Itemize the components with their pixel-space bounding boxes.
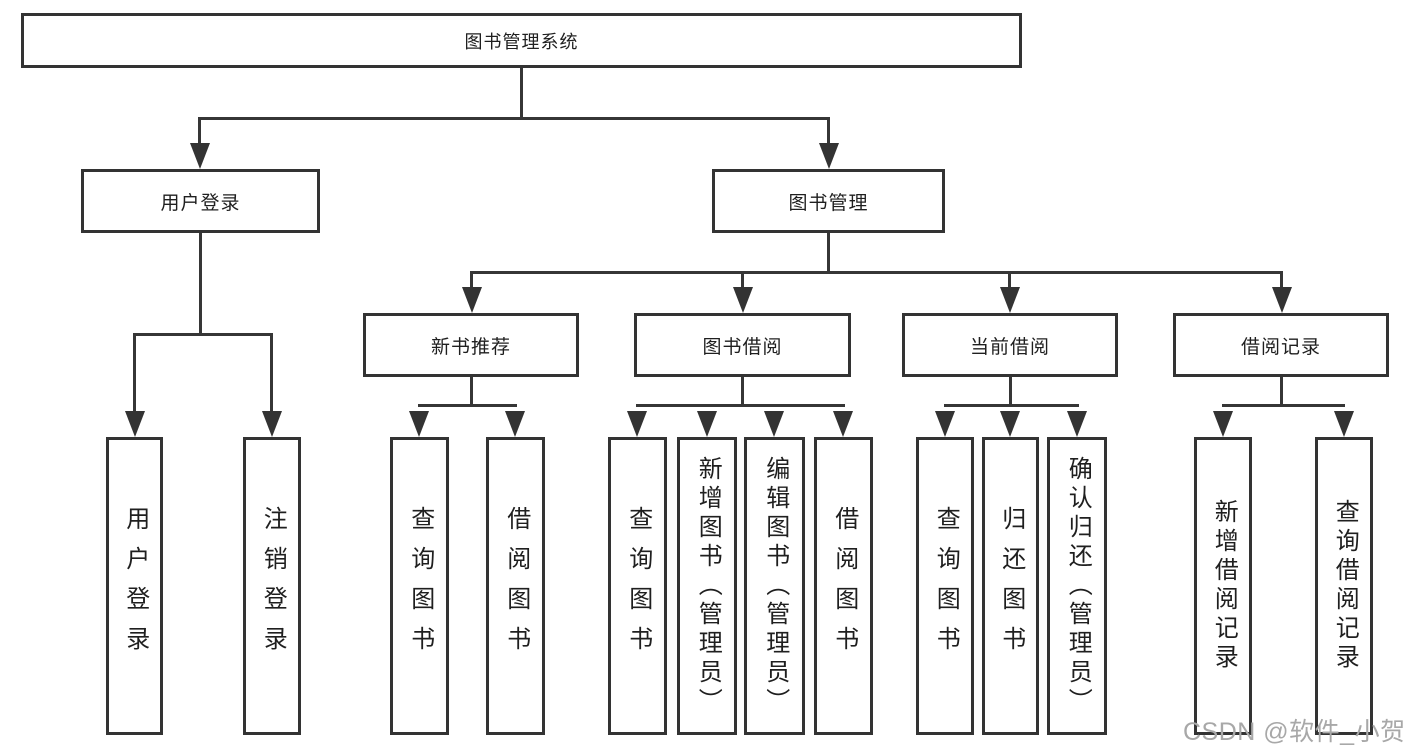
leaf-nb-borrow-books: 借阅图书 (486, 437, 545, 735)
connector-line (1280, 271, 1283, 291)
node-label: 借阅图书 (830, 506, 858, 666)
leaf-br-add-borrow-record: 新增借阅记录 (1194, 437, 1252, 735)
connector-arrowhead (627, 411, 647, 437)
connector-line (133, 333, 273, 336)
connector-arrowhead (697, 411, 717, 437)
connector-line (133, 333, 136, 413)
node-label: 查询借阅记录 (1331, 499, 1359, 673)
connector-arrowhead (764, 411, 784, 437)
node-label: 借阅记录 (1240, 336, 1321, 358)
connector-arrowhead (819, 143, 839, 169)
node-label: 新增借阅记录 (1210, 499, 1238, 673)
node-label: 查询图书 (624, 506, 652, 666)
node-book-borrowing: 图书借阅 (634, 313, 851, 377)
node-label: 当前借阅 (969, 336, 1050, 358)
node-label: 查询图书 (406, 506, 434, 666)
node-current-borrowing: 当前借阅 (902, 313, 1118, 377)
connector-line (198, 117, 201, 147)
node-label: 查询图书 (932, 506, 960, 666)
node-label: 用户登录 (121, 506, 149, 666)
connector-arrowhead (1000, 411, 1020, 437)
connector-arrowhead (1067, 411, 1087, 437)
node-book-management: 图书管理 (712, 169, 945, 233)
connector-arrowhead (462, 287, 482, 313)
node-label: 图书管理 (788, 192, 869, 214)
connector-line (270, 333, 273, 413)
connector-arrowhead (1334, 411, 1354, 437)
leaf-cb-return-books: 归还图书 (982, 437, 1039, 735)
leaf-br-query-borrow-record: 查询借阅记录 (1315, 437, 1373, 735)
node-library-system: 图书管理系统 (21, 13, 1022, 68)
connector-arrowhead (505, 411, 525, 437)
connector-arrowhead (190, 143, 210, 169)
connector-arrowhead (125, 411, 145, 437)
leaf-user-login: 用户登录 (106, 437, 163, 735)
node-borrow-records: 借阅记录 (1173, 313, 1389, 377)
connector-arrowhead (733, 287, 753, 313)
connector-arrowhead (1000, 287, 1020, 313)
node-label: 图书借阅 (702, 336, 783, 358)
connector-arrowhead (1272, 287, 1292, 313)
node-label: 注销登录 (259, 506, 287, 666)
leaf-logout: 注销登录 (243, 437, 301, 735)
csdn-watermark: CSDN @软件_小贺同学 (1183, 718, 1405, 746)
leaf-cb-query-books: 查询图书 (916, 437, 974, 735)
leaf-cb-confirm-return-admin: 确认归还（管理员） (1047, 437, 1107, 735)
connector-line (470, 377, 473, 407)
connector-arrowhead (262, 411, 282, 437)
leaf-bb-query-books: 查询图书 (608, 437, 667, 735)
node-label: 用户登录 (160, 192, 241, 214)
connector-line (636, 404, 845, 407)
connector-line (199, 233, 202, 336)
leaf-bb-add-book-admin: 新增图书（管理员） (677, 437, 737, 735)
node-label: 编辑图书（管理员） (761, 455, 789, 717)
connector-line (1008, 271, 1011, 291)
node-label: 图书管理系统 (464, 31, 579, 52)
node-label: 新增图书（管理员） (694, 455, 722, 717)
node-user-login-group: 用户登录 (81, 169, 320, 233)
connector-line (418, 404, 517, 407)
connector-line (470, 271, 1283, 274)
leaf-bb-borrow-books: 借阅图书 (814, 437, 873, 735)
connector-arrowhead (409, 411, 429, 437)
connector-line (741, 271, 744, 291)
connector-line (1009, 377, 1012, 407)
node-label: 归还图书 (997, 506, 1025, 666)
node-label: 新书推荐 (430, 336, 511, 358)
connector-line (944, 404, 1079, 407)
connector-line (827, 117, 830, 147)
node-label: 确认归还（管理员） (1064, 455, 1092, 717)
connector-arrowhead (1213, 411, 1233, 437)
connector-arrowhead (833, 411, 853, 437)
connector-line (1280, 377, 1283, 407)
connector-line (1222, 404, 1345, 407)
leaf-nb-query-books: 查询图书 (390, 437, 449, 735)
node-label: 借阅图书 (502, 506, 530, 666)
connector-line (198, 117, 830, 120)
connector-line (520, 68, 523, 119)
connector-line (741, 377, 744, 407)
connector-line (470, 271, 473, 291)
leaf-bb-edit-book-admin: 编辑图书（管理员） (744, 437, 805, 735)
connector-arrowhead (935, 411, 955, 437)
node-new-book-recommend: 新书推荐 (363, 313, 579, 377)
connector-line (827, 233, 830, 274)
